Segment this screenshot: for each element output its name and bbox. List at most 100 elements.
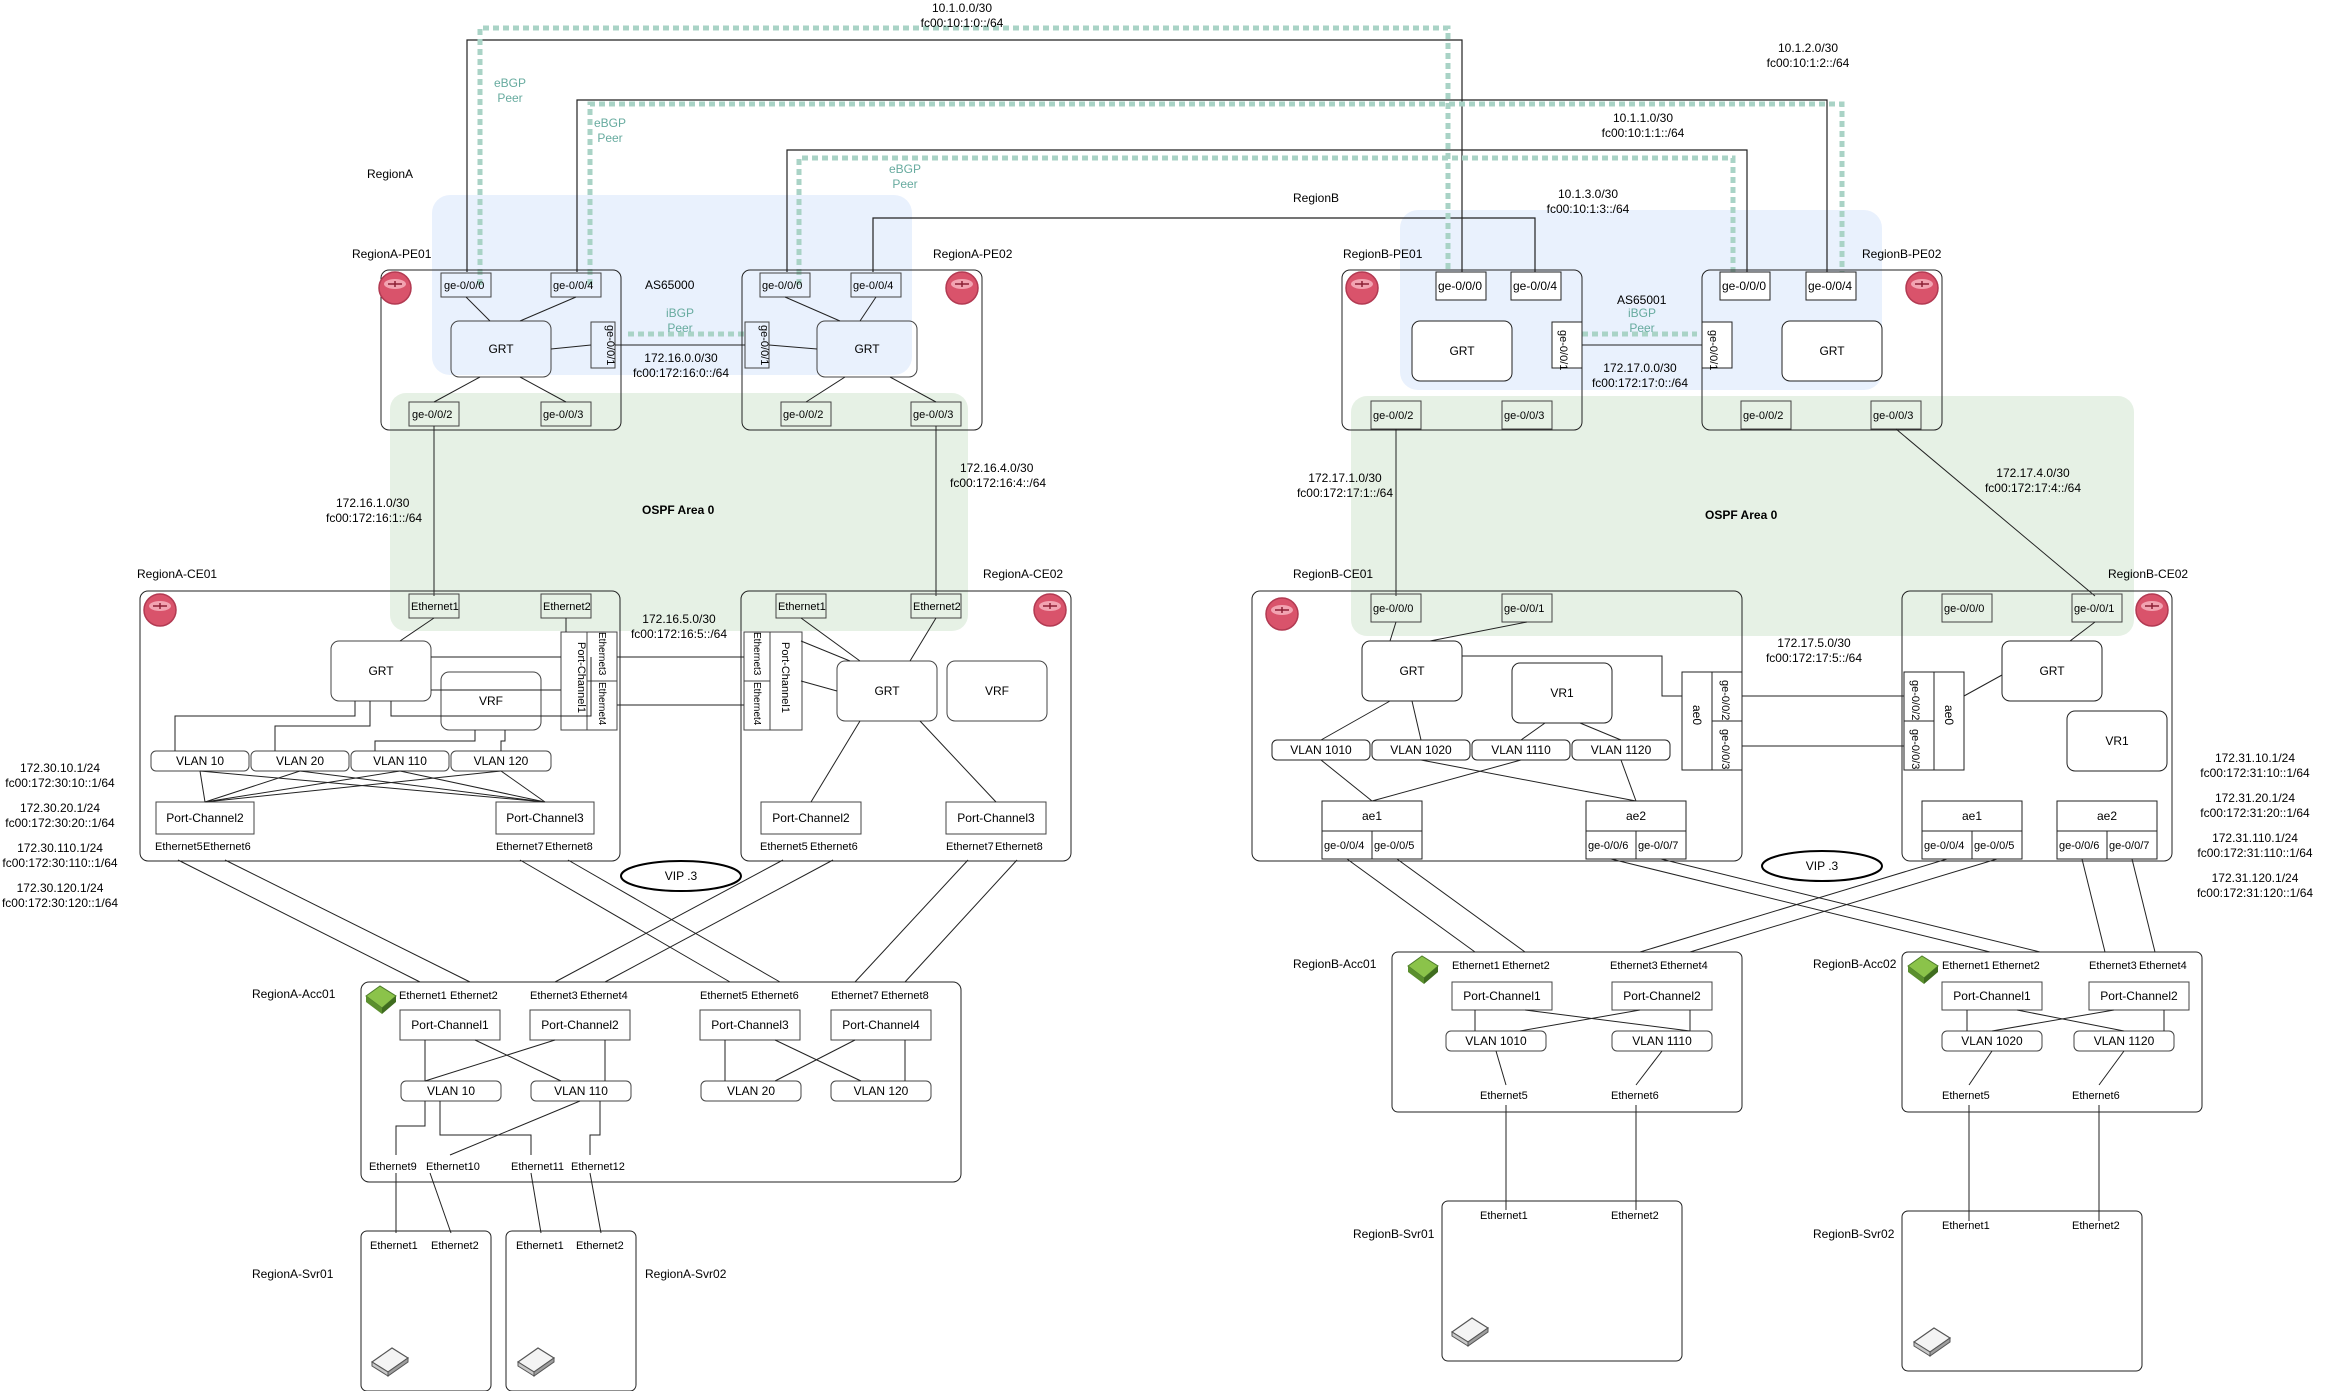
svg-text:ge-0/0/1: ge-0/0/1 — [758, 325, 770, 365]
ebgp-label-3b: Peer — [892, 177, 917, 191]
region-b-svr02[interactable]: RegionB-Svr02 Ethernet1 Ethernet2 — [1813, 1210, 2143, 1372]
svg-text:ge-0/0/3: ge-0/0/3 — [1873, 410, 1913, 422]
port-channel — [399, 1009, 501, 1041]
device-name: RegionA-Svr01 — [252, 1267, 334, 1281]
subnet: fc00:172:30:120::1/64 — [2, 896, 118, 910]
svg-text:VLAN 1110: VLAN 1110 — [1632, 1034, 1692, 1048]
ibgp-label-bb: Peer — [1629, 321, 1654, 335]
svg-text:ge-0/0/3: ge-0/0/3 — [543, 409, 583, 421]
svg-text:ge-0/0/2: ge-0/0/2 — [1719, 680, 1731, 720]
svg-text:Port-Channel4: Port-Channel4 — [842, 1018, 920, 1032]
svg-text:Ethernet2: Ethernet2 — [2072, 1220, 2120, 1232]
ibgp-label-ab: Peer — [667, 321, 692, 335]
svg-text:VLAN 1020: VLAN 1020 — [1390, 743, 1452, 757]
svg-text:ge-0/0/7: ge-0/0/7 — [2109, 840, 2149, 852]
svg-text:ge-0/0/1: ge-0/0/1 — [1707, 330, 1719, 370]
svg-text:Ethernet3: Ethernet3 — [1610, 960, 1658, 972]
svg-text:ge-0/0/3: ge-0/0/3 — [913, 409, 953, 421]
link-label: fc00:172:17:0::/64 — [1592, 376, 1688, 390]
svg-text:VLAN 1010: VLAN 1010 — [1465, 1034, 1527, 1048]
region-b-ce02[interactable]: RegionB-CE02 ge-0/0/0 ge-0/0/1 GRT VR1 g… — [1901, 567, 2188, 862]
wan-link-label: 10.1.2.0/30 — [1778, 41, 1838, 55]
lag — [1921, 800, 2023, 832]
svg-text:ge-0/0/2: ge-0/0/2 — [783, 409, 823, 421]
svg-text:ge-0/0/4: ge-0/0/4 — [1808, 279, 1852, 293]
svg-text:GRT: GRT — [368, 664, 394, 678]
region-a-svr02[interactable]: RegionA-Svr02 Ethernet1 Ethernet2 — [505, 1230, 727, 1391]
region-a-svr01[interactable]: RegionA-Svr01 Ethernet1 Ethernet2 — [252, 1230, 492, 1391]
device-name: RegionB-CE02 — [2108, 567, 2188, 581]
svg-text:Ethernet5: Ethernet5 — [155, 841, 203, 853]
svg-text:Ethernet1: Ethernet1 — [1452, 960, 1500, 972]
svg-text:VLAN 110: VLAN 110 — [554, 1084, 608, 1098]
region-b-pe01[interactable]: RegionB-PE01 ge-0/0/0 ge-0/0/4 GRT ge-0/… — [1341, 247, 1583, 431]
vlan — [830, 1080, 932, 1102]
region-b-ce01[interactable]: RegionB-CE01 ge-0/0/0 ge-0/0/1 GRT VR1 a… — [1251, 567, 1743, 862]
device-name: RegionB-Svr01 — [1353, 1227, 1435, 1241]
subnet: 172.31.10.1/24 — [2215, 751, 2295, 765]
port — [1635, 830, 1687, 860]
subnet: 172.31.120.1/24 — [2212, 871, 2299, 885]
svg-text:Ethernet8: Ethernet8 — [545, 841, 593, 853]
svg-text:VLAN 120: VLAN 120 — [854, 1084, 909, 1098]
port — [1971, 830, 2023, 860]
svg-text:Port-Channel1: Port-Channel1 — [575, 642, 587, 713]
region-a-ce01[interactable]: RegionA-CE01 Ethernet1 Ethernet2 GRT VRF… — [137, 567, 621, 862]
svg-text:VLAN 1020: VLAN 1020 — [1961, 1034, 2023, 1048]
port — [2071, 593, 2123, 623]
svg-text:VLAN 120: VLAN 120 — [474, 754, 529, 768]
ibgp-label-b: iBGP — [1628, 306, 1656, 320]
port — [1585, 830, 1637, 860]
port — [1501, 400, 1553, 430]
svg-text:ge-0/0/4: ge-0/0/4 — [553, 280, 593, 292]
region-b-pe02[interactable]: RegionB-PE02 ge-0/0/0 ge-0/0/4 GRT ge-0/… — [1701, 247, 1943, 431]
subnet: 172.30.20.1/24 — [20, 801, 100, 815]
port-channel — [699, 1009, 801, 1041]
svg-text:Ethernet2: Ethernet2 — [543, 601, 591, 613]
svg-text:ae2: ae2 — [1626, 809, 1646, 823]
svg-text:ae1: ae1 — [1962, 809, 1982, 823]
svg-text:ge-0/0/4: ge-0/0/4 — [853, 280, 893, 292]
svg-text:Port-Channel1: Port-Channel1 — [1953, 989, 2031, 1003]
svg-text:GRT: GRT — [854, 342, 880, 356]
vr-box — [2066, 710, 2168, 772]
svg-text:VR1: VR1 — [2105, 734, 2129, 748]
region-a-ce02[interactable]: RegionA-CE02 Ethernet1 Ethernet2 GRT VRF… — [740, 567, 1072, 862]
svg-text:ge-0/0/2: ge-0/0/2 — [1909, 680, 1921, 720]
svg-text:VR1: VR1 — [1550, 686, 1574, 700]
svg-text:Port-Channel1: Port-Channel1 — [779, 642, 791, 713]
svg-text:ge-0/0/6: ge-0/0/6 — [2059, 840, 2099, 852]
svg-text:Ethernet12: Ethernet12 — [571, 1161, 625, 1173]
link-label: 172.17.0.0/30 — [1603, 361, 1677, 375]
svg-text:Ethernet3: Ethernet3 — [751, 632, 762, 676]
svg-text:ge-0/0/7: ge-0/0/7 — [1638, 840, 1678, 852]
link-label: fc00:172:17:4::/64 — [1985, 481, 2081, 495]
svg-text:Ethernet1: Ethernet1 — [1942, 1220, 1990, 1232]
port — [1435, 271, 1487, 301]
ebgp-label-1b: Peer — [497, 91, 522, 105]
port — [1903, 720, 1935, 771]
port-channel — [830, 1009, 932, 1041]
svg-text:ge-0/0/1: ge-0/0/1 — [604, 325, 616, 365]
svg-text:Ethernet5: Ethernet5 — [1480, 1090, 1528, 1102]
svg-text:ge-0/0/2: ge-0/0/2 — [1373, 410, 1413, 422]
svg-text:ge-0/0/0: ge-0/0/0 — [1373, 603, 1413, 615]
device-name: RegionA-PE01 — [352, 247, 432, 261]
wan-link-label: 10.1.1.0/30 — [1613, 111, 1673, 125]
subnet: fc00:172:31:10::1/64 — [2200, 766, 2310, 780]
region-b-svr01[interactable]: RegionB-Svr01 Ethernet1 Ethernet2 — [1353, 1200, 1683, 1362]
bgp-area-b — [1400, 210, 1882, 390]
svg-text:Ethernet3: Ethernet3 — [596, 632, 607, 676]
svg-text:Ethernet2: Ethernet2 — [1502, 960, 1550, 972]
vip-a-label: VIP .3 — [665, 869, 698, 883]
port — [1903, 671, 1935, 722]
svg-text:ae2: ae2 — [2097, 809, 2117, 823]
wan-link-label: 10.1.0.0/30 — [932, 1, 992, 15]
lag — [1933, 671, 1965, 771]
svg-text:GRT: GRT — [874, 684, 900, 698]
svg-text:ge-0/0/1: ge-0/0/1 — [1557, 330, 1569, 370]
